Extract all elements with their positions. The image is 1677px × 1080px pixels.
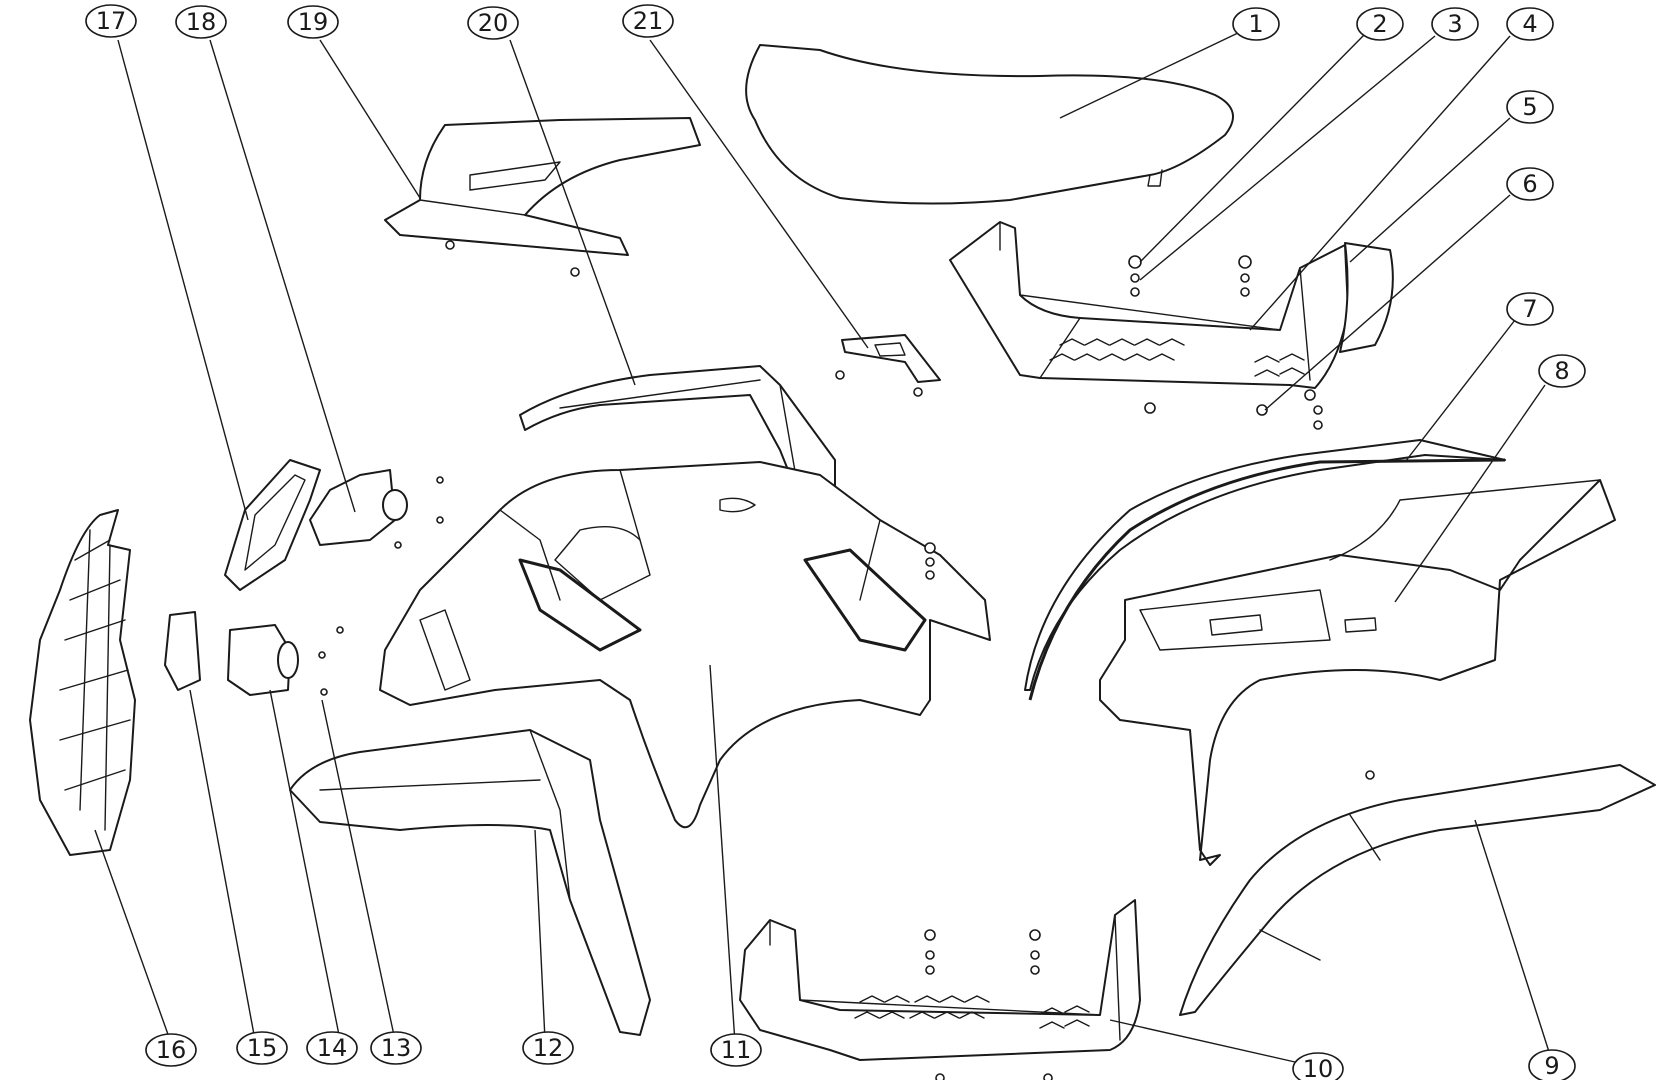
part-18-headlight: [309, 469, 408, 546]
part-14-indicator-housing: [227, 624, 299, 696]
callout-9-label: 9: [1544, 1052, 1559, 1080]
callout-19-label: 19: [298, 8, 329, 36]
part-15-indicator-lens: [164, 611, 201, 691]
callout-14-label: 14: [317, 1034, 348, 1062]
part-19-front-upper-cover: [384, 117, 701, 277]
callout-12: 12: [522, 1031, 574, 1065]
part-7-rear-rail: [1024, 439, 1506, 701]
callout-11-label: 11: [721, 1036, 752, 1064]
part-12-front-extension: [289, 729, 651, 1036]
part-1-seat: [745, 44, 1234, 205]
footrest-grip-pattern: [1049, 338, 1305, 377]
callout-9: 9: [1528, 1049, 1576, 1080]
callout-18-label: 18: [186, 8, 217, 36]
callout-4: 4: [1506, 7, 1554, 41]
callout-13-label: 13: [381, 1034, 412, 1062]
part-8-rear-fender: [1099, 479, 1616, 866]
callout-19: 19: [287, 5, 339, 39]
callout-17-label: 17: [96, 7, 127, 35]
callout-5-label: 5: [1522, 93, 1537, 121]
callout-18: 18: [175, 5, 227, 39]
callout-11: 11: [710, 1033, 762, 1067]
callout-15-label: 15: [247, 1034, 278, 1062]
callout-6-label: 6: [1522, 170, 1537, 198]
callout-14: 14: [306, 1031, 358, 1065]
callout-2-label: 2: [1372, 10, 1387, 38]
callout-1-label: 1: [1248, 10, 1263, 38]
callout-16-label: 16: [156, 1036, 187, 1064]
callout-6: 6: [1506, 167, 1554, 201]
callout-3-label: 3: [1447, 10, 1462, 38]
callout-8-label: 8: [1554, 357, 1569, 385]
part-6-right-footrest: [949, 221, 1349, 389]
callout-13: 13: [370, 1031, 422, 1065]
part-5-side-plate: [1339, 242, 1394, 353]
callout-3: 3: [1431, 7, 1479, 41]
part-21-bracket: [841, 334, 941, 383]
part-17-headlight-frame: [224, 459, 321, 591]
leader-lines: [94, 31, 1551, 1063]
part-10-left-footrest: [739, 899, 1141, 1061]
callout-20: 20: [467, 6, 519, 40]
callout-17: 17: [85, 4, 137, 38]
callout-10-label: 10: [1303, 1055, 1334, 1080]
callout-12-label: 12: [533, 1034, 564, 1062]
part-11-front-fender: [379, 461, 991, 829]
callout-21: 21: [622, 4, 674, 38]
callout-15: 15: [236, 1031, 288, 1065]
callout-4-label: 4: [1522, 10, 1537, 38]
callout-16: 16: [145, 1033, 197, 1067]
callout-20-label: 20: [478, 9, 509, 37]
hardware-fasteners: [318, 255, 1375, 1080]
callout-21-label: 21: [633, 7, 664, 35]
callout-7-label: 7: [1522, 295, 1537, 323]
callout-10: 10: [1292, 1052, 1344, 1080]
callout-7: 7: [1506, 292, 1554, 326]
part-16-front-grille: [29, 509, 136, 856]
callout-1: 1: [1232, 7, 1280, 41]
part-9-rear-extension: [1179, 764, 1656, 1016]
callout-8: 8: [1538, 354, 1586, 388]
callout-2: 2: [1356, 7, 1404, 41]
footrest-grip-pattern-lower: [854, 995, 1090, 1029]
callout-5: 5: [1506, 90, 1554, 124]
